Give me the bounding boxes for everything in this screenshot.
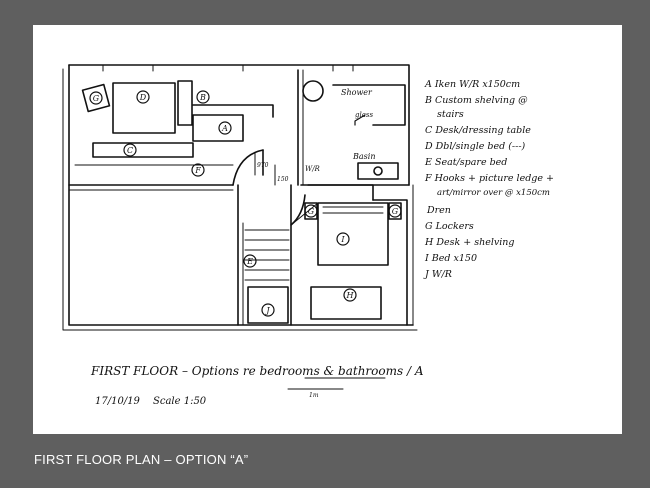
legend-item-i: I Bed x150 [424,253,477,264]
shower-tray [332,84,406,126]
wardrobe-j [247,286,289,324]
landing-wall [307,184,374,201]
tag-i: I [340,235,345,244]
legend-item-j: J W/R [423,269,452,280]
tag-b: B [199,93,206,102]
bed-i [317,202,389,266]
wardrobe-a [192,114,244,142]
tag-d: D [139,93,147,102]
tag-e: E [246,257,253,266]
tag-c: C [127,146,133,155]
right-wall-inner [372,199,408,326]
door-swing-landing [290,194,306,226]
slide-caption: FIRST FLOOR PLAN – OPTION “A” [34,452,249,467]
title-block: FIRST FLOOR – Options re bedrooms & bath… [90,364,424,407]
outer-wall-top-right [68,64,410,186]
legend-section-title: Dren [426,205,451,216]
legend: A Iken W/R x150cm B Custom shelving @ st… [423,79,554,280]
legend-item-b: B Custom shelving @ [424,95,528,106]
label-dim-970: 970 [257,162,269,169]
legend-item-f-cont: art/mirror over @ x150cm [437,188,550,198]
scale-unit: 1m [309,392,319,399]
bed-i-pillow [322,206,384,214]
stair-rail [192,104,274,118]
legend-item-e: E Seat/spare bed [424,157,507,168]
desk-h [310,286,382,320]
legend-item-c: C Desk/dressing table [425,125,531,136]
window-marks [102,64,354,72]
drawing-date: 17/10/19 [95,396,141,407]
stair-treads [244,229,290,281]
label-dim-150: 150 [277,176,289,183]
legend-item-a: A Iken W/R x150cm [424,79,520,90]
drawing-sheet: G D B A C F G I G E J H Shower glass Bas… [33,25,622,434]
legend-item-f: F Hooks + picture ledge + [424,173,554,184]
legend-item-d: D Dbl/single bed (---) [424,141,526,152]
basin-bowl [373,166,383,176]
drawing-scale: Scale 1:50 [153,396,207,407]
tag-g-3: G [392,207,399,216]
tag-g-1: G [93,94,100,103]
legend-item-h: H Desk + shelving [424,237,514,248]
locker-g-top [81,83,111,113]
floor-plan-sketch: G D B A C F G I G E J H Shower glass Bas… [62,64,554,407]
tag-a: A [221,124,228,133]
tag-f: F [194,166,201,175]
toilet-fixture [302,80,324,102]
tag-h: H [346,291,355,300]
label-shower: Shower [341,88,373,97]
glass-screen [354,114,366,126]
legend-item-g: G Lockers [425,221,474,232]
label-basin: Basin [352,152,375,161]
door-swing-bedroom [232,149,264,186]
shelf-b [177,80,193,126]
tag-j: J [264,306,270,315]
outer-wall-left-bottom [68,64,414,326]
tag-g-2: G [308,207,315,216]
label-wr: W/R [305,165,321,173]
bed-d [112,82,176,134]
outer-wall-shadow [62,68,418,331]
drawing-title: FIRST FLOOR – Options re bedrooms & bath… [90,364,424,378]
desk-c [92,142,194,158]
legend-item-b-cont: stairs [437,109,464,120]
label-glass: glass [355,111,373,119]
basin-unit [357,162,399,180]
